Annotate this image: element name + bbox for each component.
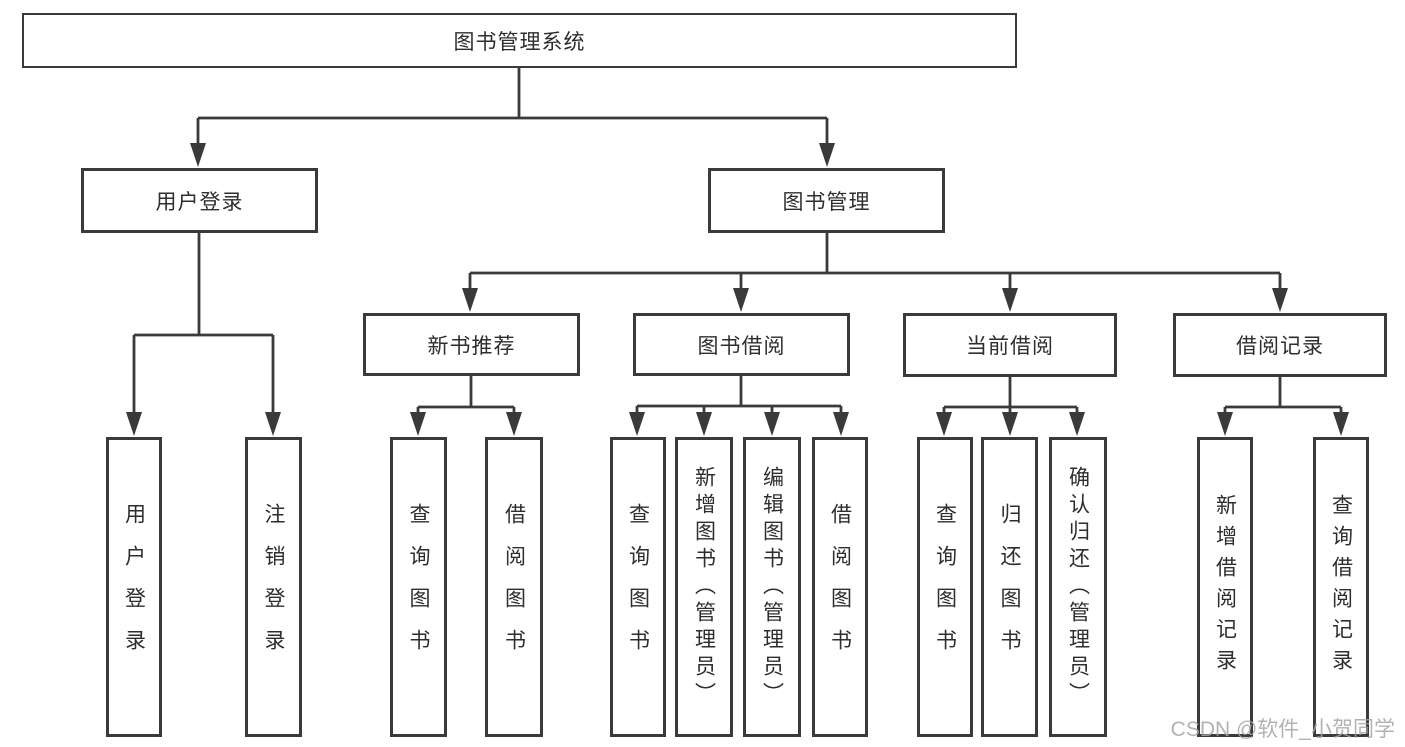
node-label: 图书借阅 <box>697 334 786 358</box>
node-label: 查询借阅记录 <box>1329 494 1353 680</box>
leaf-add-books-admin: 新增图书（管理员） <box>675 437 733 737</box>
leaf-confirm-return-admin: 确认归还（管理员） <box>1049 437 1107 737</box>
node-new-book-recommend: 新书推荐 <box>363 313 580 376</box>
node-label: 查询图书 <box>933 503 957 671</box>
node-label: 当前借阅 <box>966 335 1054 358</box>
leaf-borrow-books-2: 借阅图书 <box>812 437 868 737</box>
node-label: 编辑图书（管理员） <box>760 465 784 709</box>
node-label: 图书管理系统 <box>453 30 586 54</box>
node-label: 借阅图书 <box>828 503 852 671</box>
node-label: 查询图书 <box>407 503 430 671</box>
node-label: 借阅记录 <box>1236 335 1324 358</box>
node-label: 归还图书 <box>998 503 1021 671</box>
leaf-logout: 注销登录 <box>245 437 302 737</box>
node-label: 新书推荐 <box>427 334 516 358</box>
node-root-library-system: 图书管理系统 <box>22 13 1017 68</box>
leaf-add-borrow-record: 新增借阅记录 <box>1197 437 1253 737</box>
node-borrowing-records: 借阅记录 <box>1173 313 1387 377</box>
node-label: 确认归还（管理员） <box>1066 465 1090 709</box>
node-label: 新增图书（管理员） <box>692 465 716 709</box>
node-label: 用户登录 <box>155 190 244 214</box>
node-current-borrowing: 当前借阅 <box>903 313 1117 377</box>
node-label: 注销登录 <box>262 503 285 671</box>
leaf-query-books-3: 查询图书 <box>917 437 973 737</box>
leaf-query-books-1: 查询图书 <box>390 437 447 737</box>
leaf-query-borrow-record: 查询借阅记录 <box>1313 437 1369 737</box>
leaf-edit-books-admin: 编辑图书（管理员） <box>743 437 801 737</box>
node-user-login: 用户登录 <box>81 168 318 233</box>
node-label: 用户登录 <box>122 503 146 671</box>
node-book-borrowing: 图书借阅 <box>633 313 850 376</box>
arrowheads <box>126 143 1349 436</box>
node-label: 借阅图书 <box>502 503 526 671</box>
node-book-management: 图书管理 <box>708 168 945 233</box>
leaf-borrow-books-1: 借阅图书 <box>485 437 543 737</box>
csdn-watermark: CSDN @软件_小贺同学 <box>1170 718 1395 741</box>
node-label: 新增借阅记录 <box>1213 494 1237 680</box>
leaf-user-login: 用户登录 <box>106 437 162 737</box>
node-label: 图书管理 <box>782 190 871 214</box>
leaf-query-books-2: 查询图书 <box>610 437 666 737</box>
leaf-return-books: 归还图书 <box>981 437 1038 737</box>
node-label: 查询图书 <box>626 503 650 671</box>
